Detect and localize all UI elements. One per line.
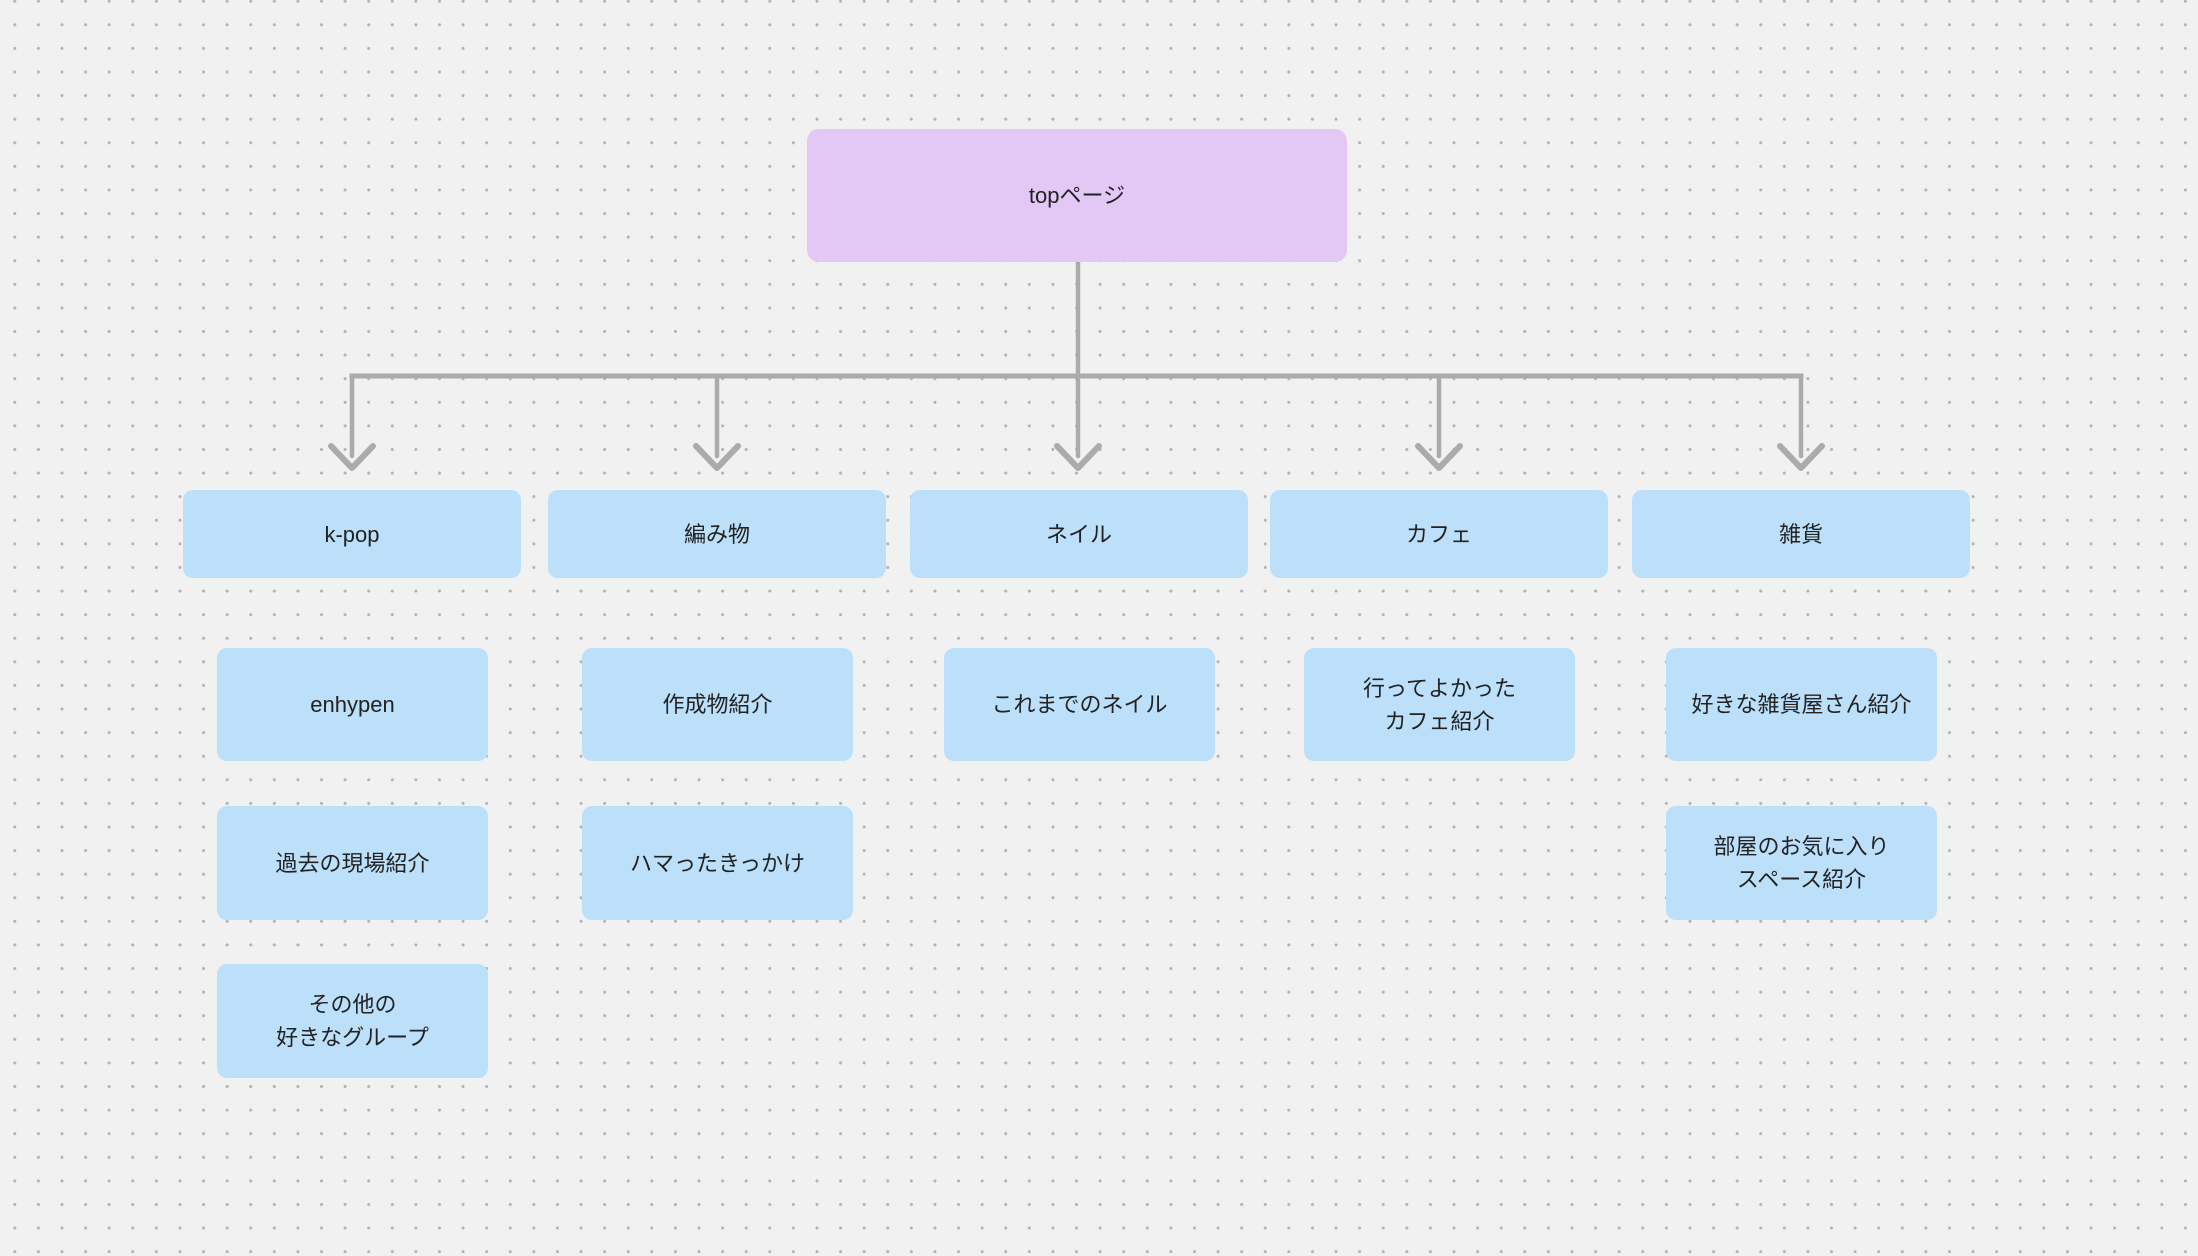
node-branch-nail[interactable]: ネイル: [910, 490, 1248, 578]
connector-arrow-nail[interactable]: [1054, 373, 1102, 471]
node-label: ハマったきっかけ: [629, 850, 806, 876]
connector-arrow-cafe[interactable]: [1415, 373, 1463, 471]
connector-arrow-amimono[interactable]: [693, 373, 741, 471]
node-child-enhypen[interactable]: enhypen: [217, 648, 488, 761]
node-child-good-cafes[interactable]: 行ってよかった カフェ紹介: [1304, 648, 1575, 761]
node-branch-cafe[interactable]: カフェ: [1270, 490, 1608, 578]
node-label: k-pop: [324, 521, 380, 547]
node-label: enhypen: [310, 692, 395, 717]
node-child-other-groups[interactable]: その他の 好きなグループ: [217, 964, 488, 1078]
node-label: 行ってよかった カフェ紹介: [1363, 675, 1516, 734]
node-label: 作成物紹介: [662, 692, 773, 717]
node-branch-zakka[interactable]: 雑貨: [1632, 490, 1970, 578]
node-branch-amimono[interactable]: 編み物: [548, 490, 886, 578]
node-label: 好きな雑貨屋さん紹介: [1691, 692, 1912, 717]
connector-arrow-zakka[interactable]: [1777, 373, 1825, 471]
node-child-past-events[interactable]: 過去の現場紹介: [217, 806, 488, 920]
node-top-page[interactable]: topページ: [807, 129, 1347, 262]
node-label: その他の 好きなグループ: [276, 992, 429, 1050]
node-label: 部屋のお気に入り スペース紹介: [1713, 834, 1890, 892]
node-label: 編み物: [683, 521, 750, 547]
node-child-room-space[interactable]: 部屋のお気に入り スペース紹介: [1666, 806, 1937, 920]
connector-arrow-kpop[interactable]: [328, 373, 376, 471]
node-label: 雑貨: [1778, 521, 1823, 547]
node-label: ネイル: [1045, 521, 1112, 547]
node-child-favorite-shops[interactable]: 好きな雑貨屋さん紹介: [1666, 648, 1937, 761]
node-label: topページ: [1028, 183, 1126, 208]
node-label: 過去の現場紹介: [275, 850, 430, 876]
node-label: これまでのネイル: [991, 692, 1168, 717]
node-child-works-intro[interactable]: 作成物紹介: [582, 648, 853, 761]
node-branch-kpop[interactable]: k-pop: [183, 490, 521, 578]
node-child-how-hooked[interactable]: ハマったきっかけ: [582, 806, 853, 920]
node-child-nails-so-far[interactable]: これまでのネイル: [944, 648, 1215, 761]
node-label: カフェ: [1405, 521, 1472, 547]
